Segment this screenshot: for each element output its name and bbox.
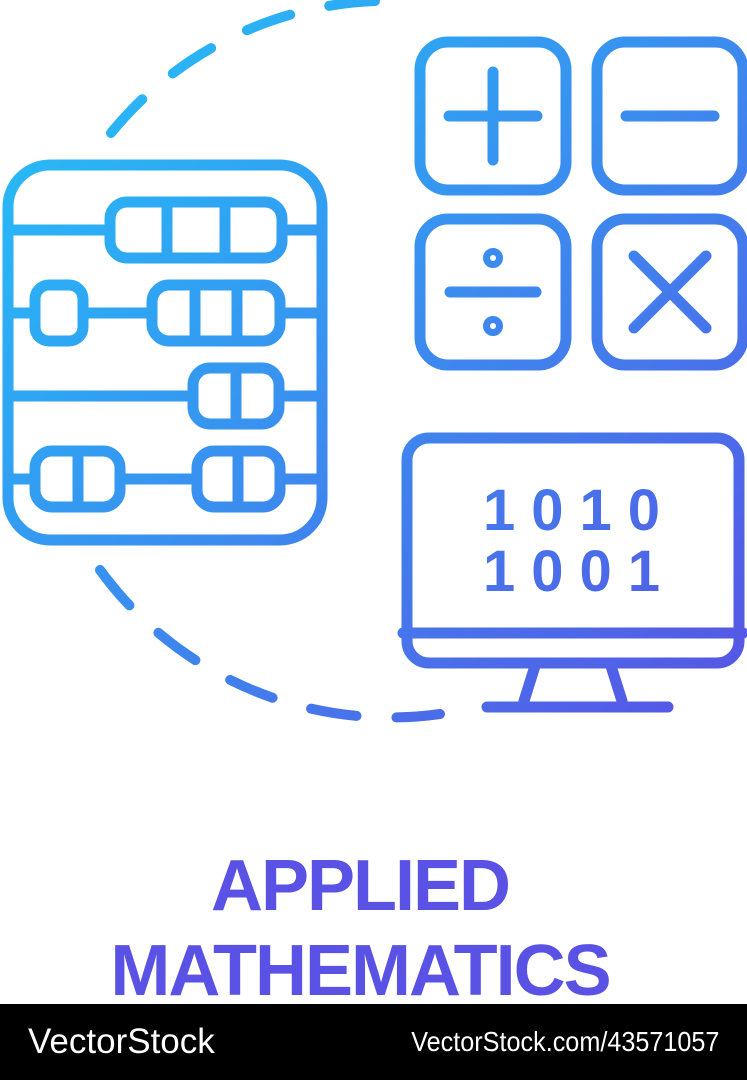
watermark-brand: VectorStock [28, 1022, 215, 1061]
minus-key-icon [591, 36, 747, 196]
concept-title-line1: APPLIED [210, 846, 511, 926]
monitor-stand [481, 660, 674, 713]
applied-mathematics-illustration: 1010 1001 [2, 0, 747, 723]
watermark-bar: VectorStock VectorStock.com/43571057 [0, 1004, 747, 1080]
binary-line-1: 1010 [483, 478, 676, 543]
multiply-key-icon [591, 213, 747, 371]
concept-title: APPLIED MATHEMATICS [0, 844, 720, 1014]
abacus-icon [2, 159, 328, 546]
watermark-reference: VectorStock.com/43571057 [410, 1026, 719, 1057]
abacus-beads-row4 [29, 445, 286, 513]
abacus-beads-row1 [104, 196, 288, 264]
dashed-circle-icon [95, 0, 445, 723]
concept-title-line2: MATHEMATICS [110, 931, 611, 1011]
abacus-beads-row2 [29, 279, 286, 347]
divide-key-icon [414, 213, 572, 371]
abacus-beads-row3 [187, 362, 285, 430]
binary-line-2: 1001 [483, 539, 676, 604]
monitor-icon [397, 432, 747, 713]
binary-code-text: 1010 1001 [483, 478, 676, 604]
plus-key-icon [414, 36, 572, 196]
